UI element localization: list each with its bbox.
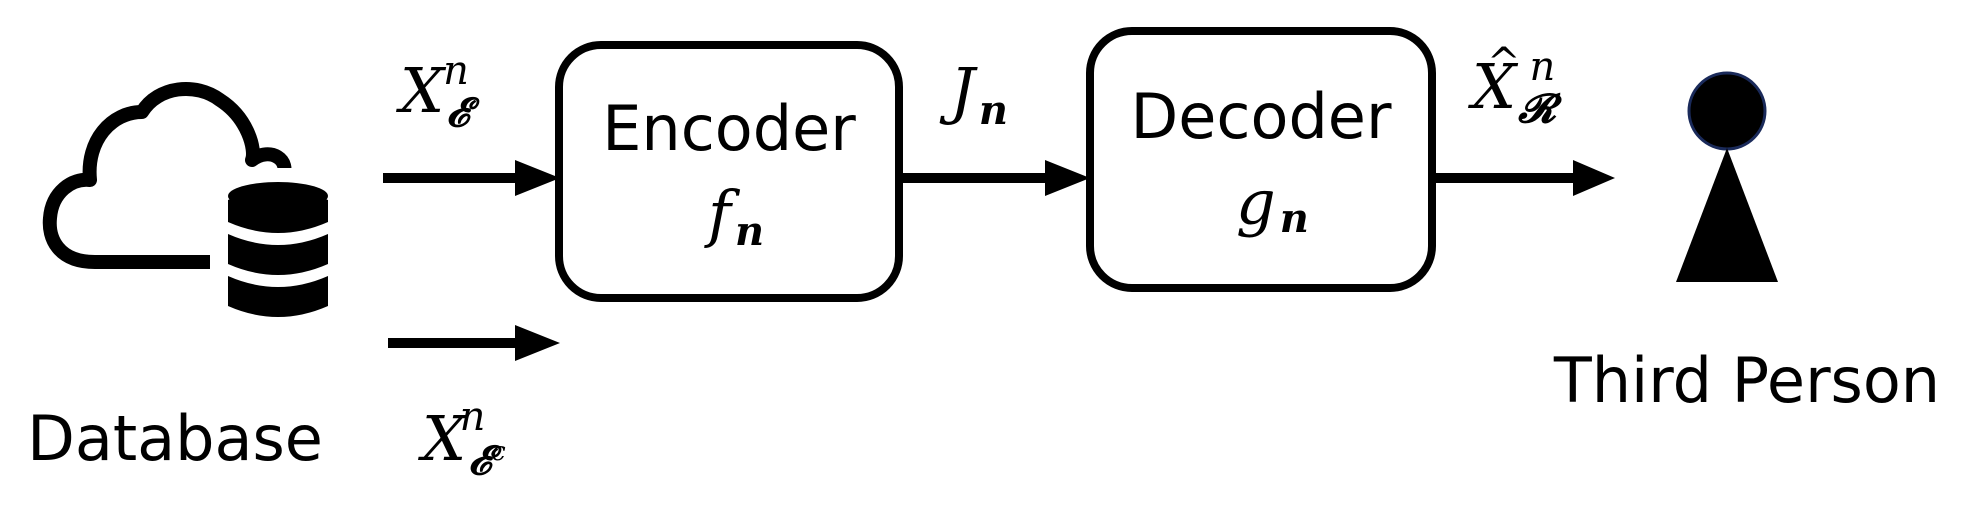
third-person-label: Third Person (1553, 344, 1940, 417)
message-arrow (899, 160, 1090, 196)
input-bottom-label: X𝓔cn (418, 394, 506, 484)
output-label: X𝓡n (1468, 44, 1563, 132)
input-top-arrow (383, 160, 560, 196)
output-arrow (1432, 160, 1615, 196)
encoder-title: Encoder (602, 92, 856, 165)
input-bottom-arrow (388, 325, 560, 361)
output-hat: ^ (1487, 40, 1521, 86)
cloud-database-icon (42, 81, 346, 336)
database-icon (210, 168, 346, 336)
database-label: Database (27, 402, 323, 475)
decoder-title: Decoder (1131, 80, 1392, 153)
input-top-label: X𝓔n (396, 48, 480, 136)
person-icon (1676, 71, 1778, 282)
cloud-icon (42, 81, 292, 269)
